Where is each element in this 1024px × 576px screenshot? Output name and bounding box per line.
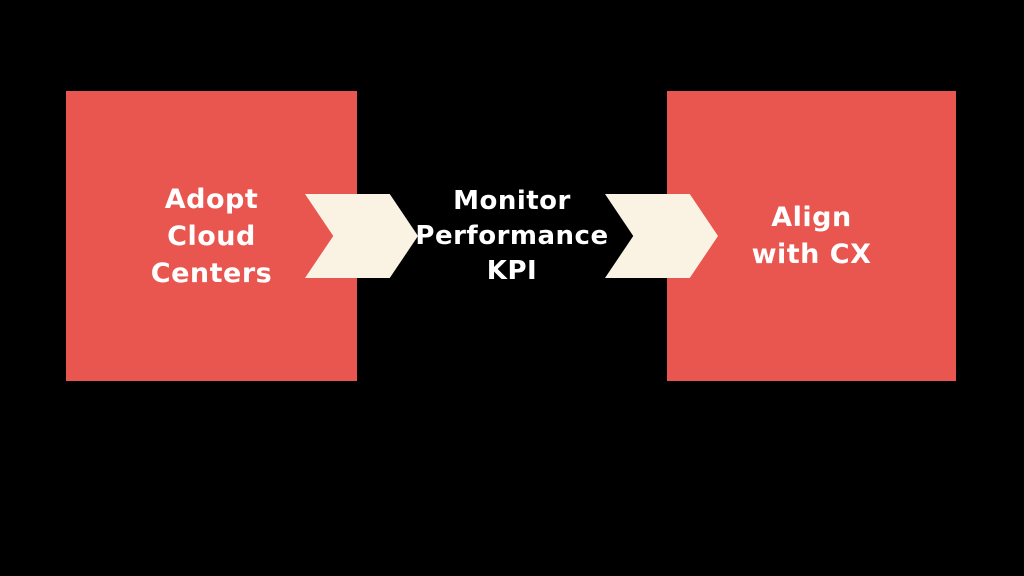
step-label-line: Monitor [453, 185, 571, 216]
step-box-adopt-cloud-centers: Adopt Cloud Centers [66, 91, 357, 381]
step-label-line: Performance [415, 220, 609, 251]
step-label-line: Adopt [164, 183, 259, 215]
step-label-line: with CX [751, 239, 872, 270]
step-label-line: KPI [486, 255, 538, 286]
step-label-line: Cloud [167, 220, 256, 252]
step-label-adopt-cloud-centers: Adopt Cloud Centers [151, 181, 272, 292]
step-label-line: Align [771, 202, 852, 233]
step-label-monitor-performance-kpi: Monitor Performance KPI [415, 184, 608, 289]
step-monitor-performance-kpi: Monitor Performance KPI [357, 91, 667, 381]
step-label-align-with-cx: Align with CX [752, 199, 872, 273]
step-label-line: Centers [150, 257, 273, 289]
